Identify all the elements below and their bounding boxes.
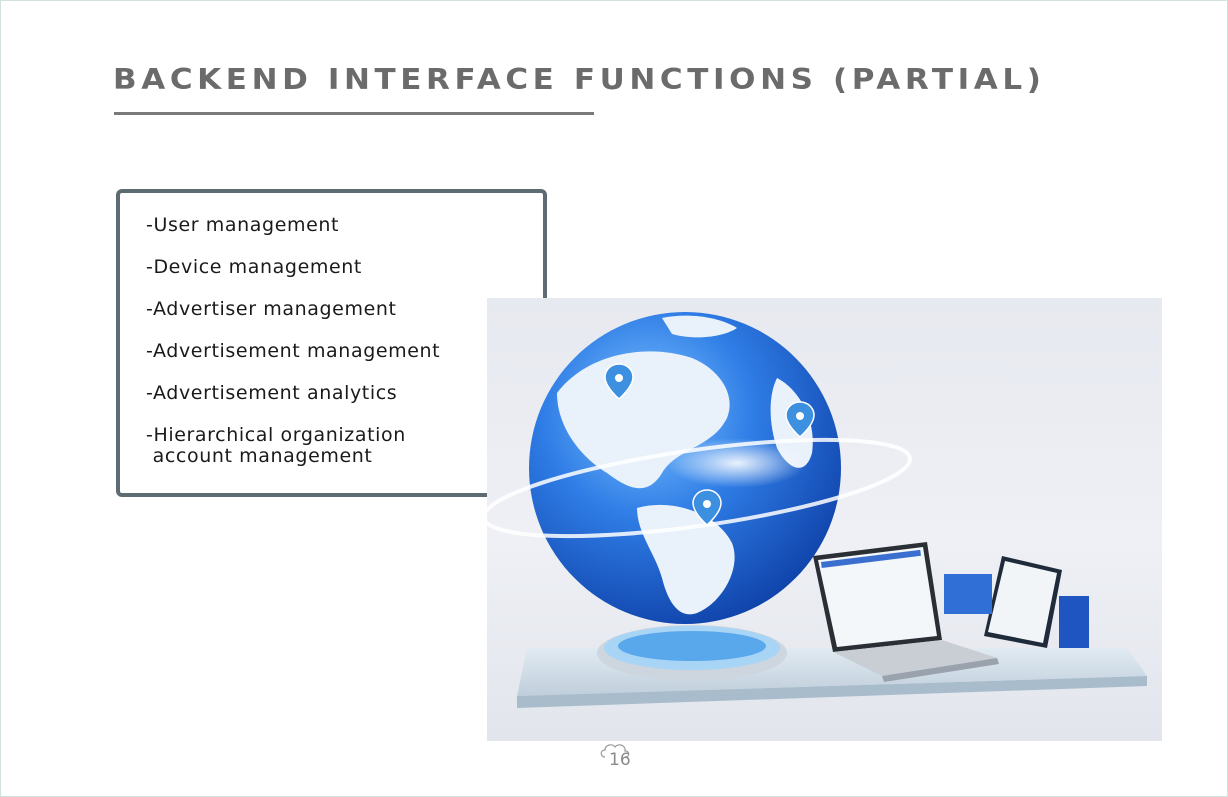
feature-item-advertisement-management: -Advertisement management (146, 340, 441, 362)
blue-box (1059, 596, 1089, 648)
location-pin-icon (604, 363, 634, 400)
laptop-illustration (813, 542, 999, 682)
feature-list: -User management -Device management -Adv… (146, 215, 440, 488)
feature-item-user-management: -User management (146, 214, 340, 236)
slide-title: BACKEND INTERFACE FUNCTIONS (PARTIAL) (113, 63, 1046, 97)
feature-item-advertisement-analytics: -Advertisement analytics (146, 382, 398, 404)
location-pin-icon (785, 401, 815, 438)
tablet-illustration (984, 556, 1062, 648)
globe-laptop-illustration (487, 298, 1162, 741)
title-underline (114, 112, 594, 115)
page-number-text: 16 (609, 750, 631, 770)
page-number: 16 (597, 742, 637, 772)
blue-box (944, 574, 992, 614)
continent-north-america (557, 351, 730, 489)
feature-list-box: -User management -Device management -Adv… (116, 189, 547, 497)
globe-illustration-svg (487, 312, 1147, 708)
feature-item-hierarchical-account-management: -Hierarchical organization account manag… (146, 424, 406, 467)
location-pin-icon (692, 489, 722, 526)
feature-item-advertiser-management: -Advertiser management (146, 298, 397, 320)
cloud-icon (600, 744, 630, 758)
feature-item-device-management: -Device management (146, 256, 362, 278)
